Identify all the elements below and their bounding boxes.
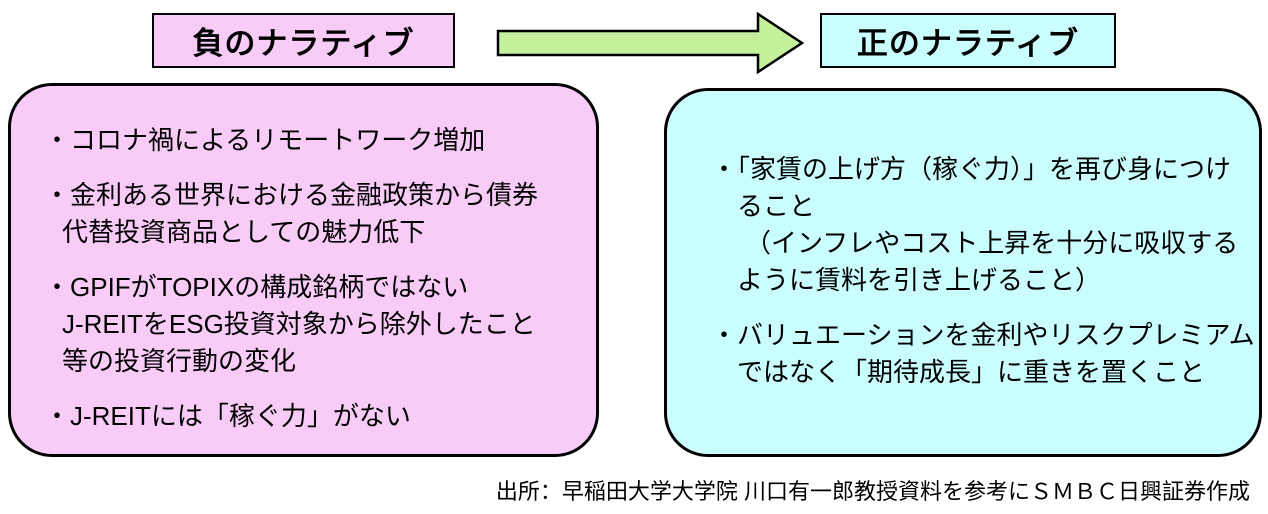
bullet-line-continuation: 等の投資行動の変化 bbox=[62, 346, 297, 376]
positive-narrative-header: 正のナラティブ bbox=[820, 13, 1116, 68]
positive-narrative-box: ・「家賃の上げ方（稼ぐ力）」を再び身につけ ること （インフレやコスト上昇を十分… bbox=[664, 88, 1262, 457]
bullet-line-continuation: 代替投資商品としての魅力低下 bbox=[62, 217, 426, 247]
bullet-line: ・コロナ禍によるリモートワーク増加 bbox=[44, 125, 486, 155]
bullet-line: ・バリュエーションを金利やリスクプレミアム bbox=[711, 320, 1255, 350]
bullet-line-continuation: ること bbox=[737, 191, 816, 221]
bullet-line-continuation: （インフレやコスト上昇を十分に吸収する bbox=[745, 228, 1239, 258]
bullet-line: ・J-REITには「稼ぐ力」がない bbox=[44, 401, 411, 431]
right-arrow-icon bbox=[496, 12, 805, 74]
bullet-line-continuation: ではなく「期待成長」に重きを置くこと bbox=[737, 357, 1206, 387]
bullet-line: ・「家賃の上げ方（稼ぐ力）」を再び身につけ bbox=[711, 154, 1232, 184]
bullet-line: ・GPIFがTOPIXの構成銘柄ではない bbox=[44, 272, 469, 302]
source-note: 出所：早稲田大学大学院 川口有一郎教授資料を参考にＳＭＢＣ日興証券作成 bbox=[495, 479, 1250, 504]
positive-narrative-header-label: 正のナラティブ bbox=[856, 26, 1080, 61]
bullet-line-continuation: J-REITをESG投資対象から除外したこと bbox=[62, 309, 536, 339]
bullet-line-continuation: ように賃料を引き上げること） bbox=[737, 265, 1102, 295]
bullet-line: ・金利ある世界における金融政策から債券 bbox=[44, 180, 539, 210]
negative-narrative-header: 負のナラティブ bbox=[152, 13, 455, 68]
negative-narrative-box: ・コロナ禍によるリモートワーク増加 ・金利ある世界における金融政策から債券 代替… bbox=[8, 83, 599, 457]
negative-narrative-header-label: 負のナラティブ bbox=[192, 26, 415, 61]
